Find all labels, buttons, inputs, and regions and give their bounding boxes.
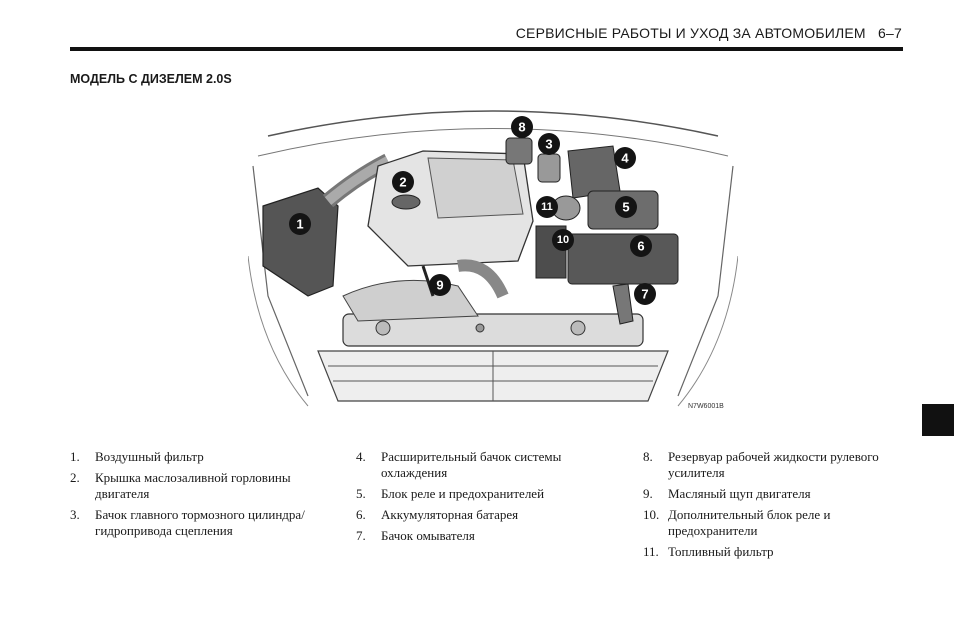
legend-item: 11. Топливный фильтр <box>643 544 918 560</box>
section-title: МОДЕЛЬ С ДИЗЕЛЕМ 2.0S <box>70 72 232 86</box>
legend-text: Воздушный фильтр <box>95 449 204 464</box>
legend-text: Резервуар рабочей жидкости рулевого усил… <box>668 449 879 480</box>
legend-number: 8. <box>643 449 653 464</box>
legend-number: 9. <box>643 486 653 501</box>
legend-text: Бачок омывателя <box>381 528 475 543</box>
callout-3: 3 <box>538 133 560 155</box>
legend-text: Расширительный бачок системы охлаждения <box>381 449 562 480</box>
callout-2: 2 <box>392 171 414 193</box>
callout-7: 7 <box>634 283 656 305</box>
svg-text:5: 5 <box>622 200 629 215</box>
svg-text:3: 3 <box>545 137 552 152</box>
legend-number: 5. <box>356 486 366 501</box>
legend-item: 4. Расширительный бачок системы охлаждени… <box>356 449 631 481</box>
svg-text:10: 10 <box>557 234 569 246</box>
svg-text:6: 6 <box>637 239 644 254</box>
legend-number: 3. <box>70 507 80 522</box>
callout-4: 4 <box>614 147 636 169</box>
legend-text: Блок реле и предохранителей <box>381 486 545 501</box>
svg-text:1: 1 <box>296 217 303 232</box>
legend-item: 3. Бачок главного тормозного цилиндра/ ги… <box>70 507 345 539</box>
legend-column-1: 1. Воздушный фильтр 2. Крышка маслозаливно… <box>70 449 345 544</box>
svg-text:11: 11 <box>541 201 553 213</box>
legend-item: 5. Блок реле и предохранителей <box>356 486 631 502</box>
svg-text:8: 8 <box>518 120 525 135</box>
svg-text:9: 9 <box>436 278 443 293</box>
legend-number: 2. <box>70 470 80 485</box>
svg-text:7: 7 <box>641 287 648 302</box>
legend-text: Бачок главного тормозного цилиндра/ гидр… <box>95 507 305 538</box>
svg-text:2: 2 <box>399 175 406 190</box>
callout-9: 9 <box>429 274 451 296</box>
legend-number: 1. <box>70 449 80 464</box>
legend-text: Крышка маслозаливной горловины двигателя <box>95 470 291 501</box>
callout-5: 5 <box>615 196 637 218</box>
legend-text: Дополнительный блок реле и предохранител… <box>668 507 831 538</box>
callout-8: 8 <box>511 116 533 138</box>
callout-6: 6 <box>630 235 652 257</box>
legend-item: 8. Резервуар рабочей жидкости рулевого ус… <box>643 449 918 481</box>
callout-1: 1 <box>289 213 311 235</box>
engine-bay-figure: 1 2 3 4 5 6 7 8 9 10 11 <box>247 96 739 408</box>
legend-number: 6. <box>356 507 366 522</box>
engine-bay-illustration: 1 2 3 4 5 6 7 8 9 10 11 <box>247 110 739 407</box>
legend-text: Аккумуляторная батарея <box>381 507 519 522</box>
legend-text: Топливный фильтр <box>668 544 774 559</box>
legend-item: 2. Крышка маслозаливной горловины двигате… <box>70 470 345 502</box>
legend-item: 9. Масляный щуп двигателя <box>643 486 918 502</box>
legend-item: 10. Дополнительный блок реле и предохрани… <box>643 507 918 539</box>
header-rule <box>70 47 903 51</box>
page-tab-marker <box>922 404 954 436</box>
figure-code: N7W6001B <box>688 403 724 410</box>
callout-11: 11 <box>536 196 558 218</box>
legend-item: 7. Бачок омывателя <box>356 528 631 544</box>
svg-text:4: 4 <box>621 151 629 166</box>
legend-column-2: 4. Расширительный бачок системы охлаждени… <box>356 449 631 549</box>
legend-column-3: 8. Резервуар рабочей жидкости рулевого ус… <box>643 449 918 565</box>
page-header-title: СЕРВИСНЫЕ РАБОТЫ И УХОД ЗА АВТОМОБИЛЕМ 6… <box>515 25 902 41</box>
callout-10: 10 <box>552 229 574 251</box>
legend-number: 10. <box>643 507 660 522</box>
legend-number: 7. <box>356 528 366 543</box>
legend-number: 4. <box>356 449 366 464</box>
legend-number: 11. <box>643 544 659 559</box>
legend-item: 6. Аккумуляторная батарея <box>356 507 631 523</box>
legend-item: 1. Воздушный фильтр <box>70 449 345 465</box>
legend-text: Масляный щуп двигателя <box>668 486 811 501</box>
